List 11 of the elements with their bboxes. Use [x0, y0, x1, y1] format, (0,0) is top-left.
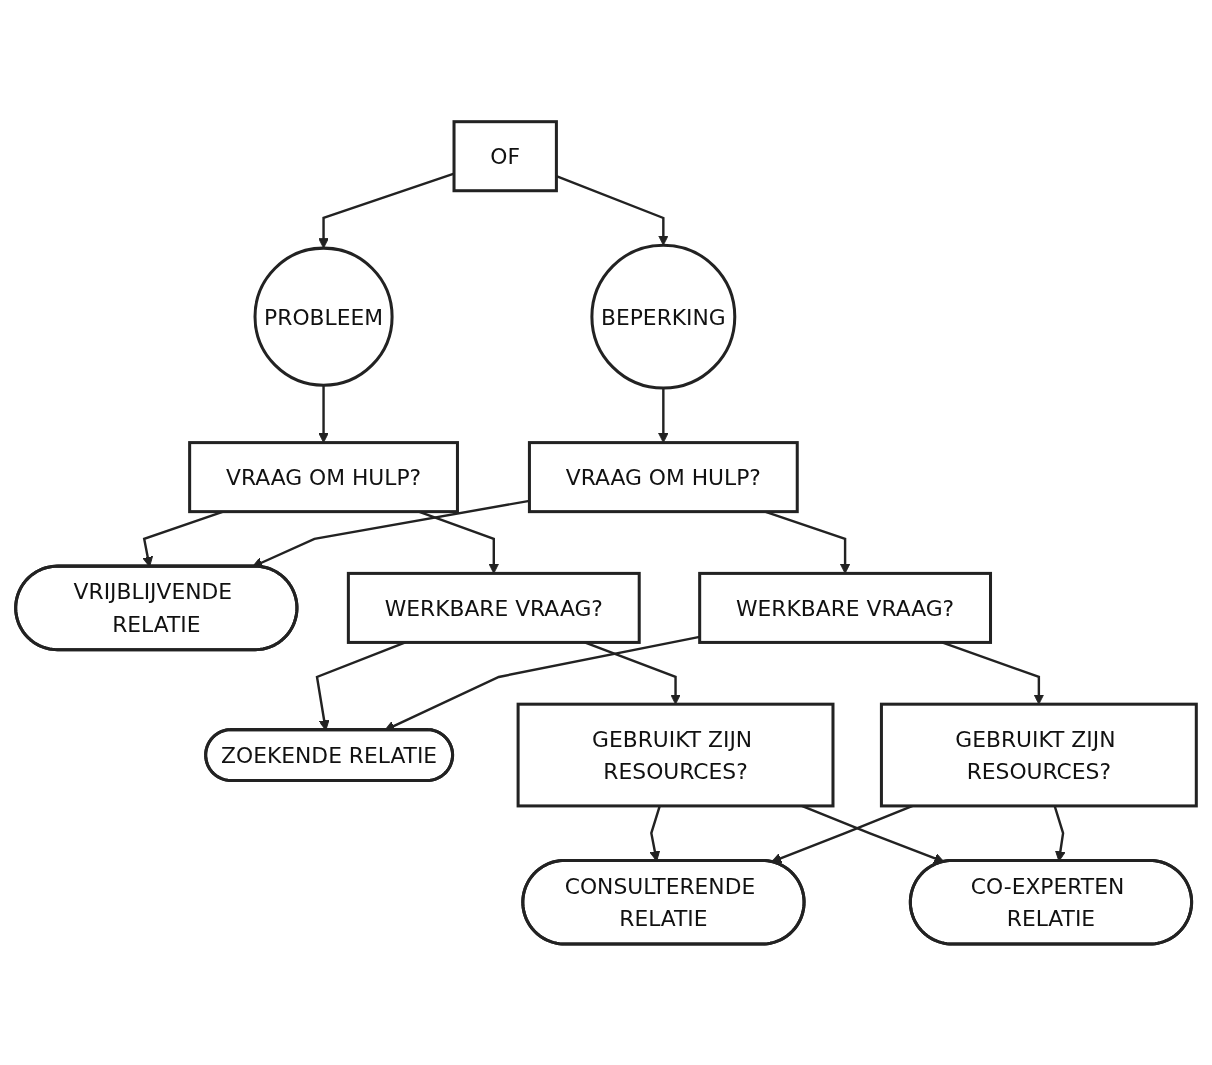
node-box: WERKBARE VRAAG? — [346, 571, 641, 644]
node-box: GEBRUIKT ZIJN RESOURCES? — [879, 702, 1198, 808]
node-box: WERKBARE VRAAG? — [698, 571, 993, 644]
node-box: VRAAG OM HULP? — [188, 440, 459, 513]
arrow — [318, 384, 329, 443]
node-box: OF — [452, 119, 558, 192]
node-box: GEBRUIKT ZIJN RESOURCES? — [516, 702, 835, 808]
node-circle: BEPERKING — [590, 243, 737, 390]
node-box: VRAAG OM HULP? — [527, 440, 799, 513]
node-circle: PROBLEEM — [253, 246, 394, 387]
arrow — [658, 387, 669, 443]
